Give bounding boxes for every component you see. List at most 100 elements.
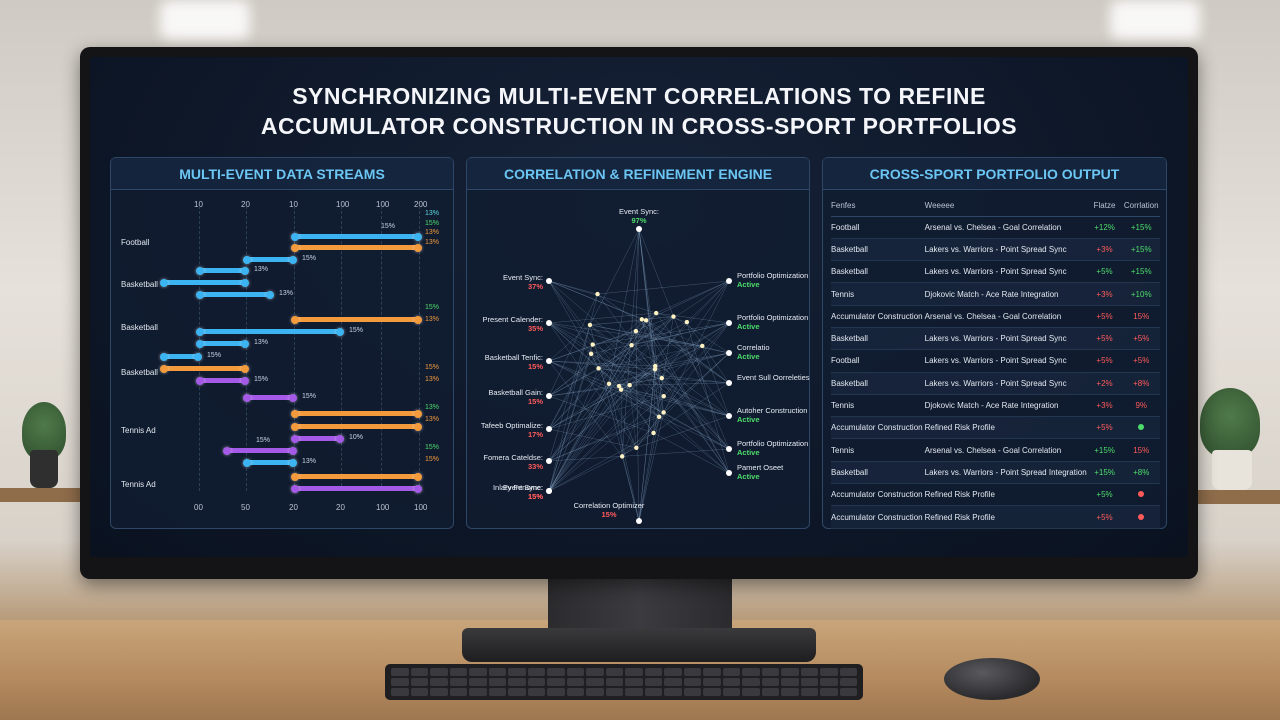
keyboard-key [566,668,584,676]
engine-node-value: Active [737,322,760,331]
network-edge [661,280,730,379]
keyboard-key [644,678,662,686]
network-edge [646,280,730,321]
bar-start-marker [223,446,231,455]
keyboard-key [820,688,838,696]
network-edge [548,377,662,492]
sport-cell: Tennis [831,438,925,462]
network-hub-node [629,343,634,348]
keyboard-key [527,668,545,676]
engine-node-name: Fomera Cateldse: [483,453,543,462]
network-edge [548,322,620,387]
network-edge [641,319,663,379]
network-edge [655,352,730,370]
network-edge [591,322,730,355]
network-edge [655,365,730,450]
keyboard-key [469,688,487,696]
engine-node-label: Event Sync:15% [471,483,543,501]
network-edge [548,428,637,449]
keyboard-key [839,678,857,686]
network-edge [653,382,730,434]
network-edge [658,352,730,417]
sport-cell: Basketball [831,372,925,395]
network-edge [589,320,647,326]
network-edge [656,312,730,324]
stream-bar [291,472,422,481]
bar-label: 15% [302,393,317,400]
engine-node-value: 15% [527,362,543,371]
engine-node-value: 97% [631,216,647,225]
network-endpoint-node [546,358,552,364]
stream-bar [243,255,297,264]
network-edge [686,321,730,384]
correlation-cell [1122,483,1160,507]
network-edge [608,383,637,448]
network-edge [548,322,632,346]
network-edge [548,280,662,379]
network-edge [621,456,640,522]
engine-node-name: Portfolio Optimization [737,313,809,322]
bar-end-marker [414,243,422,252]
network-edge [589,324,730,450]
network-edge [548,389,622,430]
network-edge [548,456,623,462]
event-cell: Arsenal vs. Chelsea - Goal Correlation [924,438,1087,462]
keyboard-key [742,678,760,686]
network-edge [653,432,730,474]
bar-start-marker [291,422,299,431]
right-value-label: 13% [425,404,440,411]
correlation-cell: +10% [1122,282,1160,306]
network-edge [621,352,730,457]
bar-label: 13% [302,458,317,465]
network-edge [548,322,622,390]
keyboard-key [761,688,779,696]
network-edge [654,368,730,450]
grid-line [341,206,342,491]
col-header-sport: Fenfes [831,196,925,217]
keyboard-key [625,688,643,696]
network-edge [548,280,598,295]
correlation-cell [1122,416,1160,440]
sport-cell: Basketball [831,327,925,351]
network-edge [638,228,656,370]
flatze-cell: +5% [1086,305,1123,328]
network-edge [645,320,730,384]
network-endpoint-node [546,278,552,284]
network-edge [608,383,730,450]
network-edge [618,385,730,417]
keyboard-key [683,688,701,696]
network-edge [548,316,674,462]
network-edge [618,320,647,387]
engine-node-name: Inlary Fenome: [492,483,543,492]
network-hub-node [656,414,662,419]
event-cell: Lakers vs. Warriors - Point Spread Sync [924,238,1087,262]
title-line-2: ACCUMULATOR CONSTRUCTION IN CROSS-SPORT … [260,113,1018,139]
network-edge [589,324,640,522]
bar-label: 15% [254,376,269,383]
flatze-cell: +3% [1086,238,1123,262]
keyboard [385,664,863,700]
engine-node-name: Basketball Gain: [488,388,543,397]
event-cell: Djokovic Match - Ace Rate Integration [924,394,1087,418]
stream-bar [223,446,297,455]
network-edge [548,360,656,367]
bar-end-marker [289,255,297,264]
network-hub-node [652,366,658,372]
page-title: SYNCHRONIZING MULTI-EVENT CORRELATIONS T… [90,81,1188,141]
engine-node-value: 15% [527,492,543,501]
bar-end-marker [289,393,297,402]
network-edge [608,352,730,385]
keyboard-key [605,678,623,686]
keyboard-key [703,668,721,676]
network-edge [621,389,730,417]
sport-cell: Accumulator Construction [831,505,925,529]
stream-bar [160,364,249,373]
network-edge [548,280,647,321]
bar-end-marker [241,278,249,287]
network-edge [598,316,674,369]
network-edge [548,324,591,362]
sport-label: Football [121,238,150,247]
